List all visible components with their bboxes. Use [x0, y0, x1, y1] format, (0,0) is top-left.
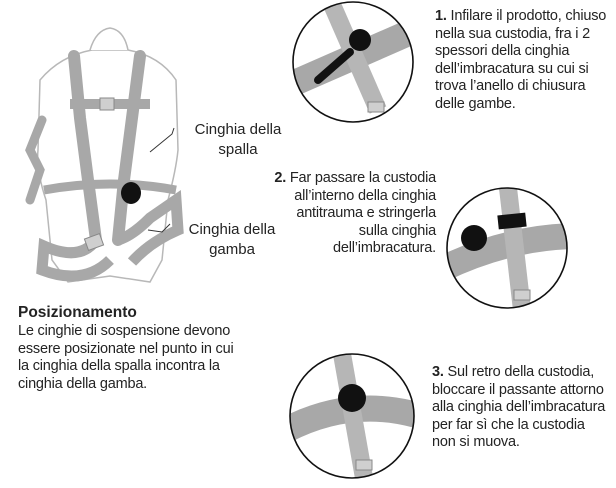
step-3-body: Sul retro della custodia, bloccare il pa…: [432, 364, 606, 451]
step-2-text: 2. Far passare la custodia all’interno d…: [272, 170, 436, 258]
shoulder-strap-label: Cinghia della spalla: [194, 121, 282, 158]
step-3-number: 3.: [432, 364, 444, 380]
step-1-number: 1.: [435, 8, 447, 24]
step-3-text: 3. Sul retro della custodia, bloccare il…: [432, 364, 612, 452]
positioning-body: Le cinghie di sospensione devono essere …: [18, 323, 234, 392]
step-2-body: Far passare la custodia all’interno dell…: [286, 170, 436, 257]
leg-strap-label: Cinghia della gamba: [188, 221, 276, 258]
positioning-title: Posizionamento: [18, 304, 137, 321]
step-1-body: Infilare il prodotto, chiuso nella sua c…: [435, 8, 607, 112]
step-1-text: 1. Infilare il prodotto, chiuso nella su…: [435, 8, 616, 114]
step-2-number: 2.: [274, 170, 287, 186]
